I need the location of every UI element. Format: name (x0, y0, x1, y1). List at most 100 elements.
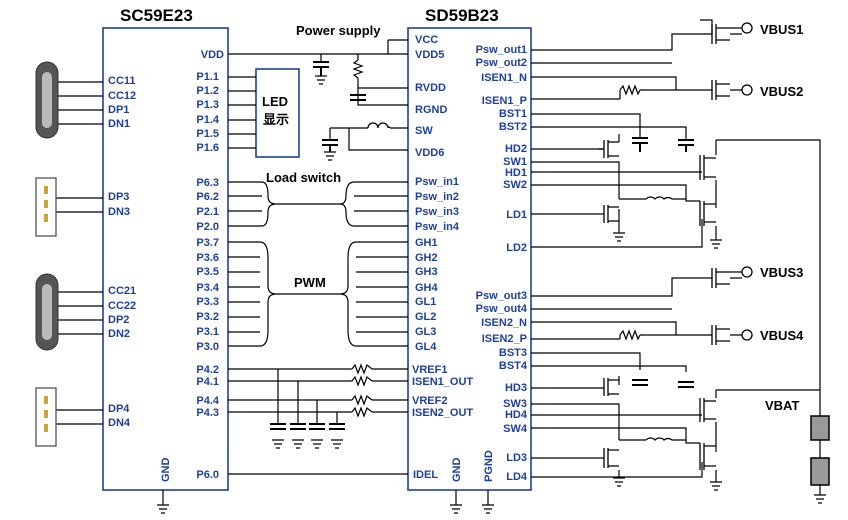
usb-a-connector-icon (35, 387, 57, 447)
vbus4-label: VBUS4 (760, 328, 804, 343)
vbus3-label: VBUS3 (760, 265, 803, 280)
pin-p3-0: P3.0 (196, 341, 219, 353)
pin-cc22: CC22 (108, 300, 136, 312)
pin-sw3: SW3 (503, 398, 527, 410)
pin-ld2: LD2 (506, 242, 527, 254)
pin-p3-2: P3.2 (196, 311, 219, 323)
wiring (55, 19, 821, 505)
chip-right-gnd-label: GND (451, 458, 463, 483)
chip-right-box (407, 27, 532, 491)
pin-gl4: GL4 (415, 341, 437, 353)
pin-dp2: DP2 (108, 314, 129, 326)
pin-psw-in1: Psw_in1 (415, 176, 459, 188)
pwm-label: PWM (294, 275, 326, 290)
pin-bst2: BST2 (499, 121, 527, 133)
pin-vdd6: VDD6 (415, 147, 444, 159)
pin-gl3: GL3 (415, 326, 436, 338)
pin-vdd5: VDD5 (415, 49, 444, 61)
pin-p3-6: P3.6 (196, 252, 219, 264)
pin-p1-6: P1.6 (196, 142, 219, 154)
pin-p1-4: P1.4 (196, 114, 220, 126)
chip-left-box (102, 27, 229, 491)
pin-bst1: BST1 (499, 108, 527, 120)
chip-right-pgnd-label: PGND (483, 450, 495, 482)
chip-left-right-pins: VDD P1.1 P1.2 P1.3 P1.4 P1.5 P1.6 P6.3 P… (196, 49, 224, 481)
power-supply-label: Power supply (296, 23, 381, 38)
pin-p6-0: P6.0 (196, 469, 219, 481)
pin-psw-in3: Psw_in3 (415, 206, 459, 218)
pin-bst4: BST4 (499, 360, 528, 372)
pin-gh3: GH3 (415, 266, 438, 278)
battery-icon (810, 415, 830, 486)
pin-p1-3: P1.3 (196, 99, 219, 111)
pin-gh2: GH2 (415, 252, 438, 264)
mosfet-icon (598, 24, 730, 470)
pin-isen2-n: ISEN2_N (481, 317, 527, 329)
pin-gl2: GL2 (415, 311, 436, 323)
usb-a-connector-icon (35, 177, 57, 237)
chip-left-gnd-label: GND (160, 458, 172, 483)
pin-ld3: LD3 (506, 452, 527, 464)
pin-psw-out3: Psw_out3 (476, 290, 527, 302)
pin-isen2-out: ISEN2_OUT (412, 407, 473, 419)
pin-p1-1: P1.1 (196, 71, 219, 83)
pin-p1-5: P1.5 (196, 128, 219, 140)
pin-dn3: DN3 (108, 206, 130, 218)
pin-vref1: VREF1 (412, 364, 447, 376)
pin-p3-5: P3.5 (196, 266, 219, 278)
pin-sw1: SW1 (503, 156, 527, 168)
inductor-icon (367, 122, 673, 441)
vbus1-label: VBUS1 (760, 22, 803, 37)
pin-cc21: CC21 (108, 285, 136, 297)
pin-rgnd: RGND (415, 104, 447, 116)
pin-psw-out1: Psw_out1 (476, 44, 527, 56)
pin-vref2: VREF2 (412, 395, 447, 407)
pin-dn1: DN1 (108, 118, 130, 130)
pin-bst3: BST3 (499, 347, 527, 359)
pin-p3-7: P3.7 (196, 237, 219, 249)
pin-hd2: HD2 (505, 143, 527, 155)
vbus3-terminal (741, 266, 753, 278)
pin-hd3: HD3 (505, 382, 527, 394)
pin-psw-in2: Psw_in2 (415, 191, 459, 203)
pin-isen2-p: ISEN2_P (482, 333, 527, 345)
pin-psw-out2: Psw_out2 (476, 57, 527, 69)
pin-cc12: CC12 (108, 90, 136, 102)
chip-left-left-pins: CC11 CC12 DP1 DN1 DP3 DN3 CC21 CC22 DP2 … (108, 75, 136, 429)
chip-right-title: SD59B23 (425, 6, 499, 25)
vbus4-terminal (741, 329, 753, 341)
pin-psw-in4: Psw_in4 (415, 221, 460, 233)
pin-p6-2: P6.2 (196, 191, 219, 203)
pin-dp1: DP1 (108, 104, 129, 116)
load-switch-label: Load switch (266, 170, 341, 185)
pin-p4-1: P4.1 (196, 376, 219, 388)
pin-dn4: DN4 (108, 417, 131, 429)
pin-p4-2: P4.2 (196, 364, 219, 376)
pin-p1-2: P1.2 (196, 85, 219, 97)
pin-dp4: DP4 (108, 403, 130, 415)
pin-sw2: SW2 (503, 179, 527, 191)
pin-psw-out4: Psw_out4 (476, 303, 528, 315)
pin-isen1-out: ISEN1_OUT (412, 376, 473, 388)
led-label: LED (262, 94, 288, 109)
pin-idel: IDEL (413, 469, 438, 481)
pin-gl1: GL1 (415, 296, 436, 308)
pin-hd1: HD1 (505, 167, 527, 179)
pin-p3-3: P3.3 (196, 296, 219, 308)
capacitor-icon (270, 61, 694, 430)
led-display-box (255, 68, 300, 158)
pin-sw: SW (415, 125, 433, 137)
chip-right-left-pins: VCC VDD5 RVDD RGND SW VDD6 Psw_in1 Psw_i… (412, 34, 473, 481)
usb-c-connector-icon (35, 273, 59, 351)
resistor-icon (351, 59, 641, 418)
pin-ld4: LD4 (506, 471, 528, 483)
pin-vdd: VDD (201, 49, 224, 61)
pin-gh1: GH1 (415, 237, 438, 249)
vbat-label: VBAT (765, 398, 799, 413)
pin-p4-3: P4.3 (196, 407, 219, 419)
pin-hd4: HD4 (505, 409, 528, 421)
chip-right-right-pins: Psw_out1 Psw_out2 ISEN1_N ISEN1_P BST1 B… (476, 44, 528, 483)
led-display-label: 显示 (263, 112, 289, 127)
pin-p2-0: P2.0 (196, 221, 219, 233)
